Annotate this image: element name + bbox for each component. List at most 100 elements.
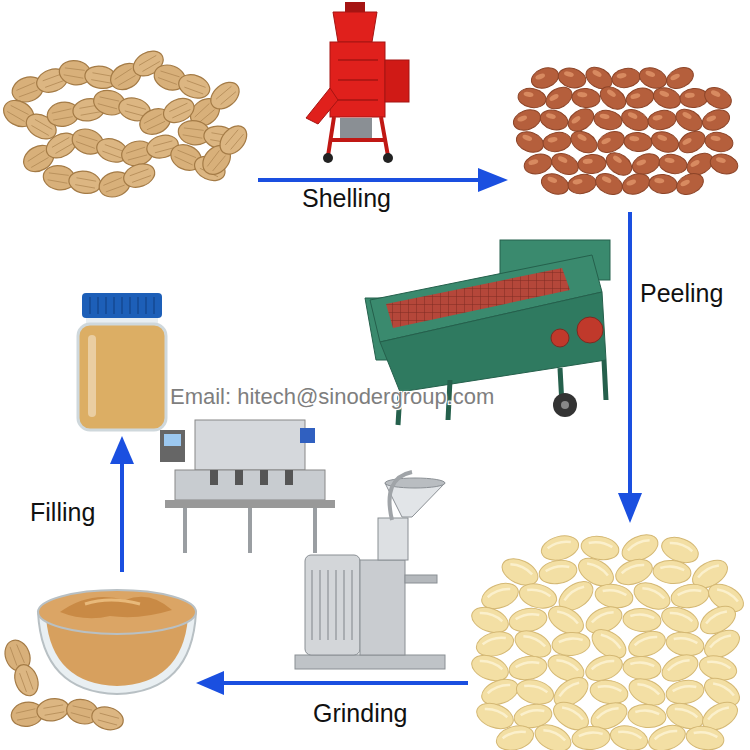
shelled-peanuts-picture: [675, 127, 709, 157]
peanut-butter-bowl-picture: [9, 695, 70, 729]
step-label: Peeling: [640, 279, 723, 308]
peanut-pods-picture: [57, 58, 118, 92]
filling-machine-picture: [185, 508, 315, 553]
peeled-peanuts-picture: [622, 655, 662, 681]
shelled-peanuts-picture: [623, 131, 653, 152]
shelled-peanuts-picture: [511, 106, 544, 133]
flow-arrow: [258, 178, 482, 182]
peanut-butter-bowl-picture: [38, 590, 196, 634]
peeled-peanuts-picture: [514, 676, 557, 708]
peanut-butter-bowl-picture: [64, 696, 126, 734]
peanut-pods-picture: [0, 45, 253, 201]
peeled-peanuts-picture: [474, 628, 517, 660]
peanut-butter-jar-picture: [90, 297, 154, 314]
peeled-peanuts-picture: [507, 653, 548, 682]
peeled-peanuts-picture: [669, 581, 710, 610]
shelled-peanuts-picture: [517, 86, 548, 110]
shelled-peanuts-picture: [592, 169, 625, 198]
peanut-butter-jar-picture: [82, 293, 162, 318]
shelled-peanuts-picture: [700, 106, 733, 133]
filling-machine-picture: [300, 428, 315, 443]
flow-arrow: [618, 493, 642, 523]
filling-machine-picture: [160, 420, 335, 553]
peanut-butter-bowl-picture: [1, 637, 43, 700]
peeled-peanuts-picture: [608, 722, 651, 750]
shelled-peanuts-picture: [673, 169, 706, 198]
shelling-machine-picture: [340, 118, 372, 138]
peeled-peanuts-picture: [664, 629, 705, 658]
peeled-peanuts-picture: [627, 703, 667, 729]
shelled-peanuts-picture: [658, 152, 689, 176]
peanut-butter-bowl-picture: [60, 597, 172, 619]
shelled-peanuts-picture: [704, 130, 735, 154]
shelled-peanuts-picture: [529, 64, 562, 91]
step-label: Grinding: [313, 699, 408, 728]
filling-machine-picture: [160, 430, 185, 462]
shelled-peanuts-picture: [577, 153, 607, 174]
shelled-peanuts-picture: [648, 173, 678, 194]
shelling-machine-picture: [330, 42, 385, 117]
filling-machine-picture: [235, 470, 243, 485]
flow-arrow: [478, 168, 508, 192]
peeled-peanuts-picture: [625, 627, 669, 662]
peanut-butter-jar-picture: [78, 324, 166, 430]
peeled-peanuts-picture: [531, 720, 575, 750]
peanut-butter-jar-picture: [78, 293, 166, 430]
shelled-peanuts-picture: [594, 127, 627, 156]
step-label: Shelling: [302, 184, 391, 213]
flow-arrow: [618, 212, 642, 523]
peeled-peanuts-picture: [664, 677, 705, 706]
shelled-peanuts-picture: [701, 83, 734, 112]
grinding-mill-picture: [405, 575, 437, 583]
flow-arrow: [220, 681, 468, 685]
filling-machine-picture: [195, 420, 305, 470]
flow-arrow: [196, 671, 468, 695]
peeled-peanuts-picture: [551, 631, 591, 657]
flow-arrow: [120, 460, 124, 572]
grinding-mill-picture: [312, 570, 352, 640]
peanut-pods-picture: [96, 159, 159, 201]
filling-machine-picture: [165, 500, 335, 508]
shelled-peanuts-picture: [630, 150, 663, 177]
shelled-peanuts-picture: [593, 108, 624, 132]
shelling-machine-picture: [345, 2, 365, 12]
grinding-mill-picture: [305, 555, 360, 655]
step-label: Filling: [30, 498, 95, 527]
peeled-peanuts-picture: [494, 722, 537, 750]
flow-arrow: [196, 671, 224, 695]
flow-arrow: [110, 436, 134, 464]
shelled-peanuts-picture: [522, 151, 554, 177]
peeled-peanuts-picture: [539, 532, 582, 564]
shelled-peanuts-picture: [511, 63, 740, 199]
shelling-machine-picture: [323, 153, 333, 163]
peeling-machine-picture: [553, 393, 577, 417]
shelled-peanuts-picture: [538, 107, 570, 133]
shelling-machine-picture: [383, 153, 393, 163]
peeling-machine-picture: [561, 401, 569, 409]
peeled-peanuts-picture: [593, 581, 634, 610]
filling-machine-picture: [285, 470, 293, 485]
flow-arrow: [628, 212, 632, 497]
shelled-peanuts-picture: [620, 170, 653, 197]
peeled-peanuts-picture: [652, 559, 692, 585]
grinding-mill-picture: [295, 655, 445, 669]
peanut-butter-jar-picture: [88, 335, 96, 417]
filling-machine-picture: [164, 434, 181, 446]
shelled-peanuts-picture: [567, 127, 601, 157]
peanut-butter-bowl-picture: [85, 600, 140, 604]
filling-machine-picture: [175, 470, 325, 500]
shelled-peanuts-picture: [542, 130, 573, 154]
shelled-peanuts-picture: [708, 151, 740, 177]
shelled-peanuts-picture: [571, 87, 601, 108]
shelling-machine-picture: [385, 60, 409, 102]
shelled-peanuts-picture: [567, 172, 598, 196]
shelled-peanuts-picture: [672, 105, 706, 135]
filling-machine-picture: [210, 470, 218, 485]
peanut-pods-picture: [41, 163, 102, 197]
shelling-machine-picture: [328, 117, 388, 156]
shelled-peanuts-picture: [539, 170, 572, 197]
grinding-mill-picture: [378, 518, 408, 560]
grinding-mill-picture: [360, 560, 405, 655]
